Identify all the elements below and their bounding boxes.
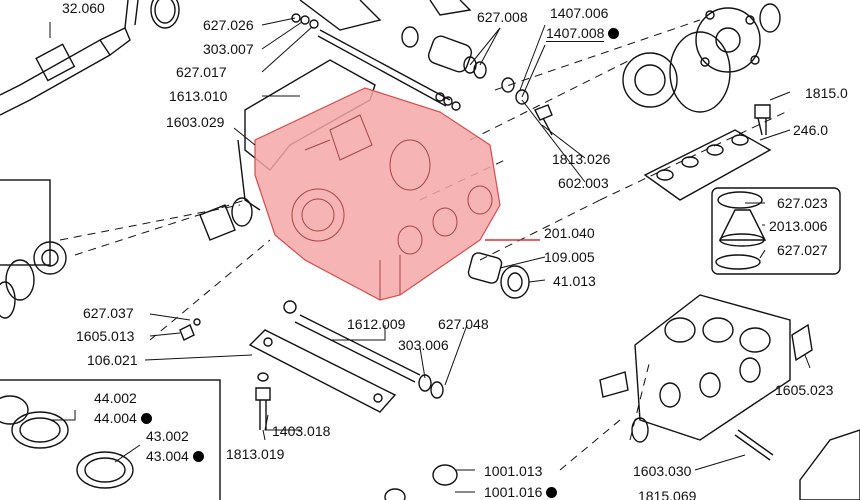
seal-44002[interactable] <box>11 411 69 449</box>
washer-part[interactable] <box>515 89 529 105</box>
part-label-1815-top[interactable]: 1815.0 <box>805 85 848 101</box>
part-label-627027[interactable]: 627.027 <box>777 242 828 258</box>
part-label-627023[interactable]: 627.023 <box>777 195 828 211</box>
bolt-1603030[interactable] <box>734 429 774 461</box>
part-label-627017[interactable]: 627.017 <box>176 64 227 80</box>
screw-1605013[interactable] <box>179 324 195 341</box>
part-label-43004-text: 43.004 <box>146 448 189 464</box>
plunger-rod[interactable] <box>294 314 421 383</box>
part-label-303006[interactable]: 303.006 <box>398 337 449 353</box>
bearing-part-right[interactable] <box>622 52 678 108</box>
screw-part-1813026[interactable] <box>534 104 553 121</box>
crank-part[interactable] <box>299 0 382 31</box>
manifold-part[interactable] <box>634 294 791 441</box>
part-label-627037[interactable]: 627.037 <box>83 305 134 321</box>
part-label-1605023[interactable]: 1605.023 <box>775 382 834 398</box>
part-label-1815069[interactable]: 1815.069 <box>638 488 697 500</box>
part-label-201040[interactable]: 201.040 <box>544 225 595 241</box>
part-label-1813019[interactable]: 1813.019 <box>226 446 285 462</box>
valve-block-fragment[interactable] <box>799 429 860 500</box>
part-label-1407008-text: 1407.008 <box>546 25 605 42</box>
part-label-1612009[interactable]: 1612.009 <box>347 316 406 332</box>
part-label-627008[interactable]: 627.008 <box>477 9 528 25</box>
part-label-44002[interactable]: 44.002 <box>94 390 137 406</box>
part-label-1813026[interactable]: 1813.026 <box>552 151 611 167</box>
bullet-dot <box>140 413 152 424</box>
bullet-dot <box>608 28 620 39</box>
plate-part[interactable] <box>248 329 397 413</box>
oring-right[interactable] <box>669 31 731 113</box>
part-label-109005[interactable]: 109.005 <box>544 249 595 265</box>
part-label-1001013[interactable]: 1001.013 <box>484 463 543 479</box>
part-label-1001016-text: 1001.016 <box>484 484 543 500</box>
part-label-246[interactable]: 246.0 <box>793 122 829 138</box>
part-label-106021[interactable]: 106.021 <box>87 352 138 368</box>
part-label-1407008[interactable]: 1407.008 <box>546 25 620 42</box>
part-label-43004[interactable]: 43.004 <box>146 448 204 464</box>
bullet-dot <box>192 451 204 462</box>
screw-1813019[interactable] <box>255 387 271 430</box>
seal-43002[interactable] <box>76 451 134 489</box>
bullet-dot <box>546 487 558 498</box>
rod-part[interactable] <box>317 29 451 107</box>
part-label-1001016[interactable]: 1001.016 <box>484 484 558 500</box>
plug-part[interactable] <box>199 204 236 241</box>
part-label-303007[interactable]: 303.007 <box>203 41 254 57</box>
part-label-43002[interactable]: 43.002 <box>146 428 189 444</box>
shaft-part[interactable] <box>0 0 139 116</box>
part-label-1605013[interactable]: 1605.013 <box>76 328 135 344</box>
part-label-41013[interactable]: 41.013 <box>553 273 596 289</box>
flange-part[interactable] <box>695 7 761 73</box>
part-label-1603030[interactable]: 1603.030 <box>633 463 692 479</box>
bushing-part[interactable] <box>426 34 473 74</box>
part-label-44004-text: 44.004 <box>94 410 137 426</box>
part-label-1603029[interactable]: 1603.029 <box>166 114 225 130</box>
part-label-44004[interactable]: 44.004 <box>94 410 152 426</box>
part-label-2013006[interactable]: 2013.006 <box>769 218 828 234</box>
part-label-1613010[interactable]: 1613.010 <box>169 88 228 104</box>
part-label-627048[interactable]: 627.048 <box>438 316 489 332</box>
plug-1605023[interactable] <box>791 323 813 362</box>
nut-1001013[interactable] <box>432 464 458 486</box>
bushing-109005[interactable] <box>467 252 503 285</box>
crankcase-highlighted[interactable] <box>254 87 501 301</box>
assembly-dashed-lines <box>59 19 791 471</box>
ring-41013[interactable] <box>500 265 530 299</box>
oring-627023[interactable] <box>717 191 763 209</box>
screw-part-1815[interactable] <box>754 104 771 136</box>
part-label-627026[interactable]: 627.026 <box>203 17 254 33</box>
part-label-1403018[interactable]: 1403.018 <box>272 423 331 439</box>
part-label-32060[interactable]: 32.060 <box>62 0 105 16</box>
cover-plate-part[interactable] <box>643 129 772 201</box>
oring-627027[interactable] <box>715 254 761 270</box>
plug-left-manifold[interactable] <box>599 371 629 398</box>
part-label-602003[interactable]: 602.003 <box>558 175 609 191</box>
ring-part-top[interactable] <box>150 0 180 29</box>
valve-cone-part[interactable] <box>718 209 767 241</box>
part-label-1407006[interactable]: 1407.006 <box>550 5 609 21</box>
